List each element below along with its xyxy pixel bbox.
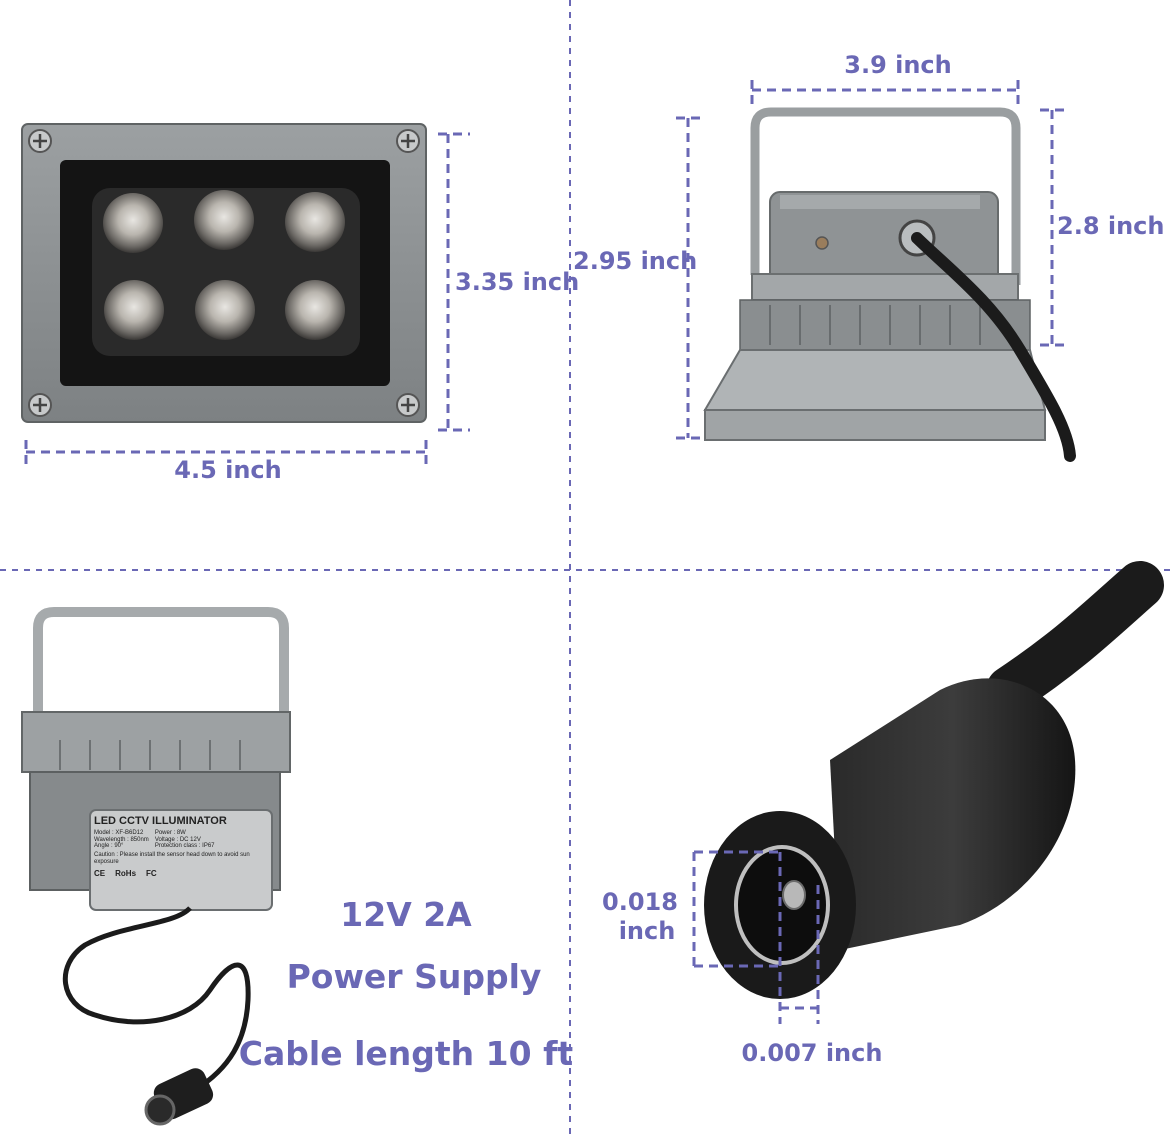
front-height-label: 3.35 inch (455, 268, 580, 296)
front-width-label: 4.5 inch (174, 456, 282, 484)
connector-outer-line2: inch (618, 917, 676, 945)
connector-outer-line1: 0.018 (602, 888, 678, 916)
product-label-model: Model : XF-B6D12 (94, 829, 144, 836)
product-label-caution: Caution : Please install the sensor head… (94, 852, 250, 866)
front-dimension-lines (24, 132, 470, 470)
product-label-angle: Angle : 90° (94, 843, 124, 850)
product-label-title: LED CCTV ILLUMINATOR (94, 815, 227, 827)
spec-power-supply: Power Supply (286, 957, 542, 996)
dc-connector-closeup (704, 561, 1164, 999)
spec-voltage: 12V 2A (340, 895, 472, 934)
side-view-illuminator (703, 107, 1076, 462)
rear-view-illuminator (21, 607, 291, 1126)
side-height-left-label: 2.95 inch (573, 247, 698, 275)
product-label-protection: Protection class : IP67 (154, 843, 215, 850)
product-label-rohs: RoHs (115, 869, 137, 879)
connector-pin-label: 0.007 inch (741, 1039, 883, 1067)
connector-dimension-lines (692, 850, 820, 1024)
product-label-power: Power : 8W (154, 829, 186, 836)
product-label-fc: FC (146, 869, 157, 879)
product-label: LED CCTV ILLUMINATOR Model : XF-B6D12 Wa… (94, 815, 270, 878)
screw-icon (396, 129, 420, 153)
product-label-voltage: Voltage : DC 12V (154, 836, 201, 843)
spec-cable-length: Cable length 10 ft (238, 1034, 574, 1073)
side-dimension-lines (676, 80, 1068, 440)
front-view-illuminator (21, 123, 427, 423)
led-lens-array (103, 190, 345, 340)
product-label-ce: CE (94, 869, 106, 879)
product-label-wavelength: Wavelength : 850nm (94, 836, 149, 843)
screw-icon (28, 129, 52, 153)
screw-icon (28, 393, 52, 417)
side-top-width-label: 3.9 inch (844, 51, 952, 79)
dc-plug-small (144, 1068, 214, 1126)
screw-icon (396, 393, 420, 417)
side-height-right-label: 2.8 inch (1057, 212, 1165, 240)
